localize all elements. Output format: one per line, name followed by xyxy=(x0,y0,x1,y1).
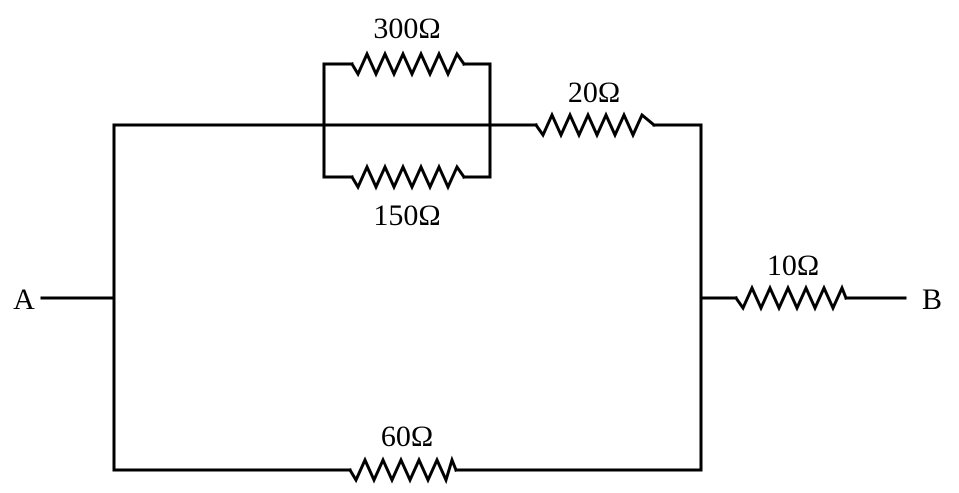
node-b-label: B xyxy=(922,283,942,316)
resistor-symbols xyxy=(347,50,848,485)
resistor-150-label: 150Ω xyxy=(373,199,440,232)
resistor-10-label: 10Ω xyxy=(767,249,819,282)
resistor-60-label: 60Ω xyxy=(381,420,433,453)
node-a-label: A xyxy=(13,283,35,316)
circuit-wires xyxy=(40,62,907,472)
resistor-20-symbol xyxy=(533,111,657,139)
resistor-60-symbol xyxy=(347,455,458,485)
resistor-20-label: 20Ω xyxy=(568,76,620,109)
resistor-300-symbol xyxy=(349,50,467,78)
circuit-labels: 300Ω 150Ω 20Ω 10Ω 60Ω A B xyxy=(13,12,942,453)
resistor-150-symbol xyxy=(349,163,467,191)
resistor-10-symbol xyxy=(733,284,848,312)
resistor-300-label: 300Ω xyxy=(373,12,440,45)
